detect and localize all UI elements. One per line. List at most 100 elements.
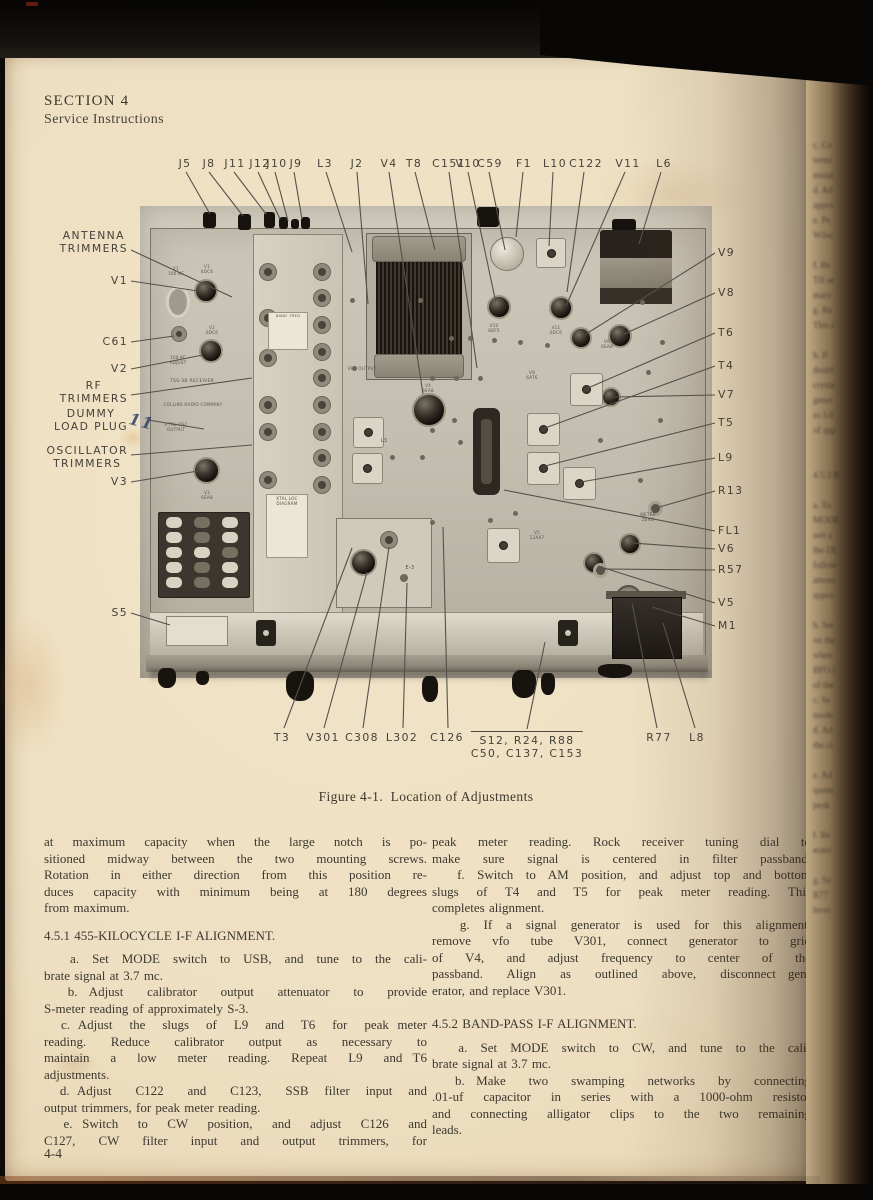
photo-dot (430, 376, 435, 381)
text-line: .01-uf capacitor in series with a 1000-o… (432, 1089, 811, 1104)
text-line: a. Set MODE switch to CW, and tune to th… (432, 1039, 811, 1055)
photo-pot (593, 563, 608, 578)
photo-knob (541, 673, 555, 695)
next-page-text-fragment: e. Pe (813, 215, 831, 225)
photo-nub (301, 217, 310, 229)
text-line: slugs of T4 and T5 for peak meter readin… (432, 883, 811, 899)
photo-rail (150, 612, 703, 656)
next-page-text-fragment: crysta (813, 380, 835, 390)
photo-tube (619, 533, 641, 555)
scan-artifact (26, 2, 38, 6)
photo-nub (203, 212, 216, 228)
callout-label: C122 (569, 157, 603, 170)
callout-label: J10 (266, 157, 288, 170)
photo-dot (658, 418, 663, 423)
photo-donut (314, 344, 330, 360)
callout-label: S5 (111, 606, 128, 619)
next-page-text-fragment: on the (813, 635, 836, 645)
text-line: peak meter reading. Rock receiver tuning… (432, 834, 811, 849)
photo-l6bot (600, 288, 672, 304)
next-page-text-fragment (813, 483, 869, 498)
callout-label: T6 (718, 326, 735, 339)
photo-nub (238, 214, 251, 230)
callout-label: C151 (432, 157, 466, 170)
next-page-text-fragment: MODE (813, 515, 840, 525)
text-line: brate signal at 3.7 mc. (44, 967, 163, 983)
body-column-left: at maximum capacity when the large notch… (44, 834, 427, 1149)
text-line: brate signal at 3.7 mc. (432, 1056, 551, 1071)
photo-dot (660, 340, 665, 345)
photo-stamped-text: V2 6DC6 (205, 325, 219, 336)
photo-dot (478, 376, 483, 381)
next-page-text-fragment: Wilsc (813, 230, 834, 240)
photo-stamped-text: Y1 100 KC (167, 266, 185, 277)
callout-label: V301 (306, 731, 340, 744)
photo-l6body (600, 258, 672, 288)
text-line: passband. Align as outlined above, disco… (432, 966, 811, 981)
photo-knob (598, 664, 632, 678)
next-page-text-fragment: sert a (813, 530, 833, 540)
photo-donut (172, 327, 186, 341)
callout-label: S12, R24, R88 C50, C137, C153 (470, 731, 584, 760)
text-line: d. Adjust C122 and C123, SSB filter inpu… (44, 1083, 427, 1098)
photo-cyl (477, 207, 499, 227)
text-line: at maximum capacity when the large notch… (44, 834, 427, 849)
next-page-text-fragment: quenc (813, 785, 835, 795)
photo-donut (314, 264, 330, 280)
next-page-text-fragment: attenu (813, 575, 835, 585)
next-page-text-fragment: TII se (813, 275, 835, 285)
photo-toggle (256, 620, 276, 646)
next-page-text-fragment: of the (813, 680, 834, 690)
photo-dot (400, 574, 408, 582)
photo-xoval (166, 286, 190, 318)
photo-slotD (194, 532, 210, 543)
callout-label: J2 (350, 157, 364, 170)
photo-donut (314, 370, 330, 386)
callout-label: L6 (656, 157, 672, 170)
photo-knob (512, 670, 536, 698)
callout-label: C126 (430, 731, 464, 744)
callout-label: V1 (110, 274, 128, 287)
text-line: and connecting alligator clips to the tw… (432, 1105, 811, 1121)
text-line: b. Make two swamping networks by connect… (432, 1072, 811, 1088)
next-page-text-fragment: BFO t (813, 665, 836, 675)
text-line: f. Switch to AM position, and adjust top… (432, 867, 811, 882)
photo-toggle (558, 620, 578, 646)
photo-sqcan (487, 528, 520, 563)
callout-label: J12 (249, 157, 271, 170)
photo-slotL (194, 547, 210, 558)
callout-label: F1 (516, 157, 532, 170)
next-page-text-fragment: of app (813, 425, 836, 435)
photo-knob (422, 676, 438, 702)
callout-label: V4 (380, 157, 398, 170)
photo-slotL (222, 562, 238, 573)
photo-slotL (222, 577, 238, 588)
next-page-text-fragment: g. Se (813, 875, 831, 885)
next-page-text-fragment: R77 (813, 890, 829, 900)
callout-label: V6 (718, 542, 736, 555)
photo-slotD (194, 577, 210, 588)
next-page-text-fragment: minal (813, 170, 834, 180)
text-line: reading. Reduce calibrator output as nec… (44, 1033, 427, 1049)
next-page-text-fragment (813, 438, 869, 453)
next-page-text-fragment (813, 858, 869, 873)
callout-label: OSCILLATOR TRIMMERS (46, 444, 128, 470)
paragraph-heading: 4.5.1 455-KILOCYCLE I-F ALIGNMENT. (44, 927, 276, 943)
text-line: duces capacity with minimum being at 180… (44, 883, 427, 899)
page-bottom-edge (0, 1176, 820, 1185)
photo-knob (196, 671, 209, 685)
photo-slotL (166, 532, 182, 543)
photo-tube (601, 387, 621, 407)
photo-slotD (194, 517, 210, 528)
photo-dot (350, 298, 355, 303)
callout-label: T8 (405, 157, 423, 170)
photo-dot (545, 343, 550, 348)
photo-l6top (600, 230, 672, 258)
callout-label: L10 (543, 157, 567, 170)
photo-slotL (166, 547, 182, 558)
photo-sqcan (570, 373, 603, 406)
next-page-text-fragment (813, 333, 869, 348)
next-page-text-fragment (813, 603, 869, 618)
text-line: Rotation in either direction from this p… (44, 867, 427, 882)
photo-donut (314, 397, 330, 413)
